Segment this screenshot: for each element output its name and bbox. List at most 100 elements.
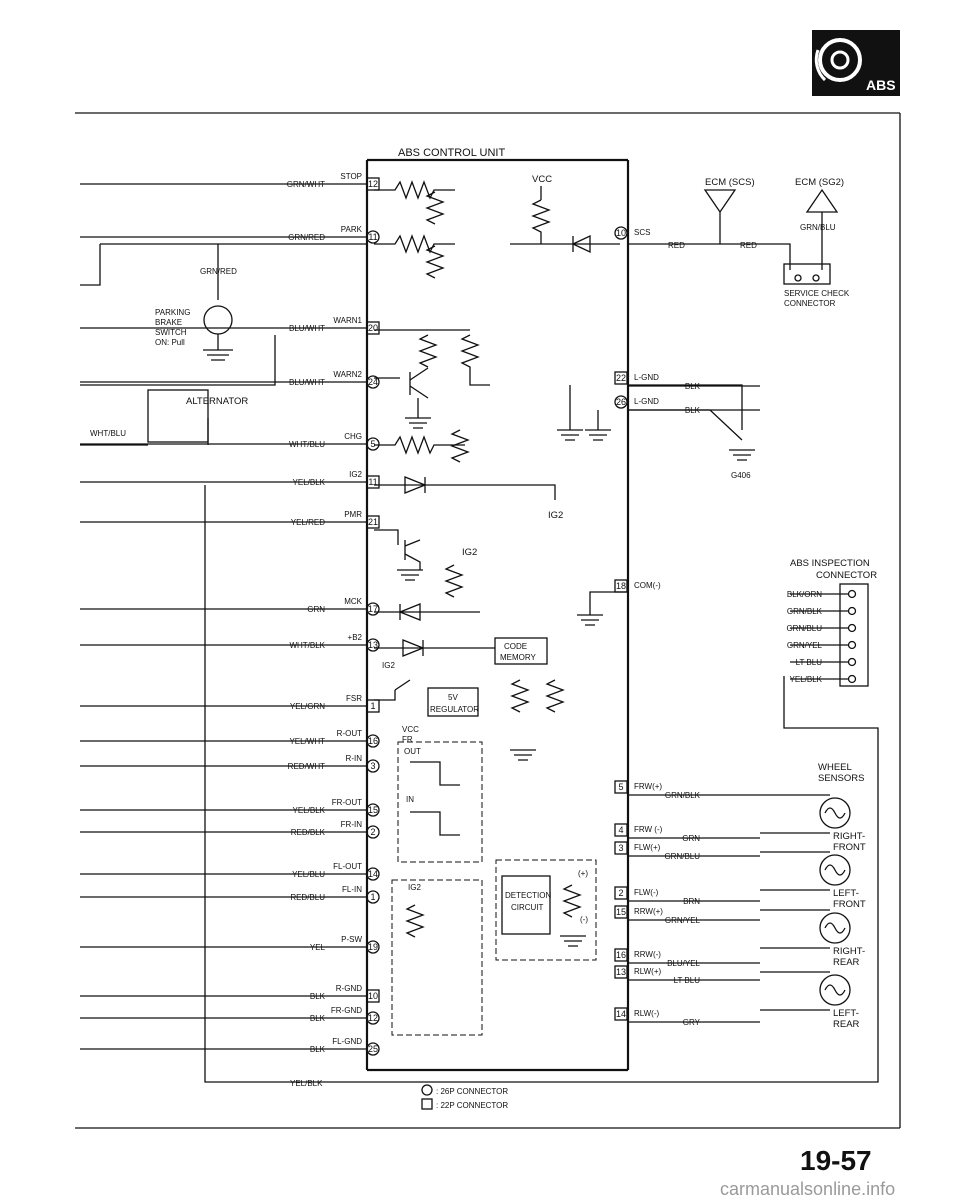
left-pin-name: P-SW (341, 935, 362, 944)
inspection-terminal (847, 606, 857, 616)
right-wire-label: BLU/YEL (667, 959, 700, 968)
inspection-terminal (847, 623, 857, 633)
left-pin-name: FR-IN (341, 820, 363, 829)
code-memory-label-2: MEMORY (500, 653, 537, 662)
wheel-sensor-wires (760, 909, 830, 949)
inspection-terminal (847, 589, 857, 599)
right-pin-marker (614, 948, 628, 962)
ecm-red1-label: RED (668, 241, 685, 250)
left-pin-marker-num: 12 (368, 179, 378, 189)
left-pin-marker-num: 3 (370, 761, 375, 771)
left-wire-label: BLU/WHT (289, 324, 325, 333)
vcc-label: VCC (532, 174, 552, 185)
left-wire-label: GRN/WHT (287, 180, 325, 189)
parking-line-1: PARKING (155, 308, 190, 317)
regulator-label-1: 5V (448, 693, 458, 702)
left-pin-name: CHG (344, 432, 362, 441)
right-pin-name: SCS (634, 228, 650, 237)
service-check-line-2: CONNECTOR (784, 299, 836, 308)
left-pin-marker (366, 940, 380, 954)
right-pin-marker-num: 16 (616, 950, 626, 960)
left-pin-marker (366, 177, 380, 191)
right-pin-name: RLW(-) (634, 1009, 660, 1018)
right-pin-marker-num: 2 (618, 888, 623, 898)
right-pin-name: L-GND (634, 373, 659, 382)
control-unit-title: ABS CONTROL UNIT (398, 147, 505, 159)
left-pin-marker (366, 867, 380, 881)
left-pin-name: WARN1 (333, 316, 362, 325)
right-pin-name: RLW(+) (634, 967, 662, 976)
right-pin-marker (614, 841, 628, 855)
ig2-label-a: IG2 (548, 510, 563, 521)
right-pin-marker-num: 5 (618, 782, 623, 792)
left-pin-marker (366, 515, 380, 529)
right-pin-name: FLW(-) (634, 888, 659, 897)
wheel-label-line-1: RIGHT- (833, 946, 865, 957)
wheel-title-2: SENSORS (818, 773, 864, 784)
inspection-wire-label: GRN/YEL (787, 641, 823, 650)
left-pin-marker-num: 5 (370, 439, 375, 449)
detection-label-2: CIRCUIT (511, 903, 544, 912)
left-pin-marker-num: 14 (368, 869, 378, 879)
ig2-label-c: IG2 (382, 661, 395, 670)
wheel-title-1: WHEEL (818, 762, 852, 773)
left-pin-marker (366, 475, 380, 489)
wheel-label-line-1: RIGHT- (833, 831, 865, 842)
fr-label: FR (402, 735, 413, 744)
left-wire-label: BLK (310, 1014, 326, 1023)
left-pin-marker (366, 638, 380, 652)
right-pin-marker-num: 18 (616, 581, 626, 591)
left-pin-name: +B2 (348, 633, 363, 642)
left-pin-marker (366, 1042, 380, 1056)
right-pin-name: RRW(-) (634, 950, 661, 959)
connector-legend: : 26P CONNECTOR : 22P CONNECTOR (421, 1084, 508, 1110)
wheel-sensor-wires (760, 794, 830, 834)
right-pin-name: COM(-) (634, 581, 661, 590)
wheel-label-line-1: LEFT- (833, 888, 859, 899)
left-wire-label: WHT/BLU (289, 440, 325, 449)
left-pin-marker (366, 437, 380, 451)
wheel-sensor-icon (819, 974, 851, 1006)
left-pin-marker-num: 15 (368, 805, 378, 815)
left-pin-marker-num: 17 (368, 604, 378, 614)
left-pin-marker-num: 20 (368, 323, 378, 333)
left-pin-marker (366, 803, 380, 817)
regulator-label-2: REGULATOR (430, 705, 479, 714)
left-pin-name: WARN2 (333, 370, 362, 379)
left-wire-label: BLK (310, 992, 326, 1001)
parking-brake-switch: GRN/RED PARKING BRAKE SWITCH ON: Pull (80, 243, 367, 361)
right-pin-marker-num: 13 (616, 967, 626, 977)
left-pin-marker-num: 11 (368, 477, 377, 487)
bottom-wire-label: YEL/BLK (290, 1079, 323, 1088)
code-memory-label-1: CODE (504, 642, 527, 651)
left-pin-name: FL-IN (342, 885, 362, 894)
left-pin-name: PARK (341, 225, 363, 234)
left-pin-name: R-IN (346, 754, 363, 763)
left-wire-label: BLU/WHT (289, 378, 325, 387)
parking-line-2: BRAKE (155, 318, 182, 327)
right-wire-label: BRN (683, 897, 700, 906)
wheel-label-line-2: REAR (833, 957, 860, 968)
inspection-terminal (847, 657, 857, 667)
left-wire-label: YEL/BLK (293, 478, 326, 487)
left-wire-label: WHT/BLK (289, 641, 325, 650)
page-number: 19-57 (800, 1145, 872, 1176)
left-pin-marker-num: 10 (368, 991, 378, 1001)
left-wire-label: YEL/BLU (292, 870, 325, 879)
left-pin-marker (366, 230, 380, 244)
right-wire-label: GRN/BLK (665, 791, 701, 800)
right-wire-label: GRY (683, 1018, 701, 1027)
ecm-scs-label: ECM (SCS) (705, 177, 755, 188)
right-pin-marker-num: 3 (618, 843, 623, 853)
fr-out-label: OUT (404, 747, 421, 756)
left-wire-label: GRN/RED (288, 233, 325, 242)
vcc-label-b: VCC (402, 725, 419, 734)
left-pin-marker (366, 321, 380, 335)
right-pin-marker-num: 14 (616, 1009, 626, 1019)
watermark: carmanualsonline.info (720, 1179, 895, 1199)
plus-label: (+) (578, 869, 588, 878)
right-wire-label: GRN (682, 834, 700, 843)
left-pin-marker-num: 2 (370, 827, 375, 837)
